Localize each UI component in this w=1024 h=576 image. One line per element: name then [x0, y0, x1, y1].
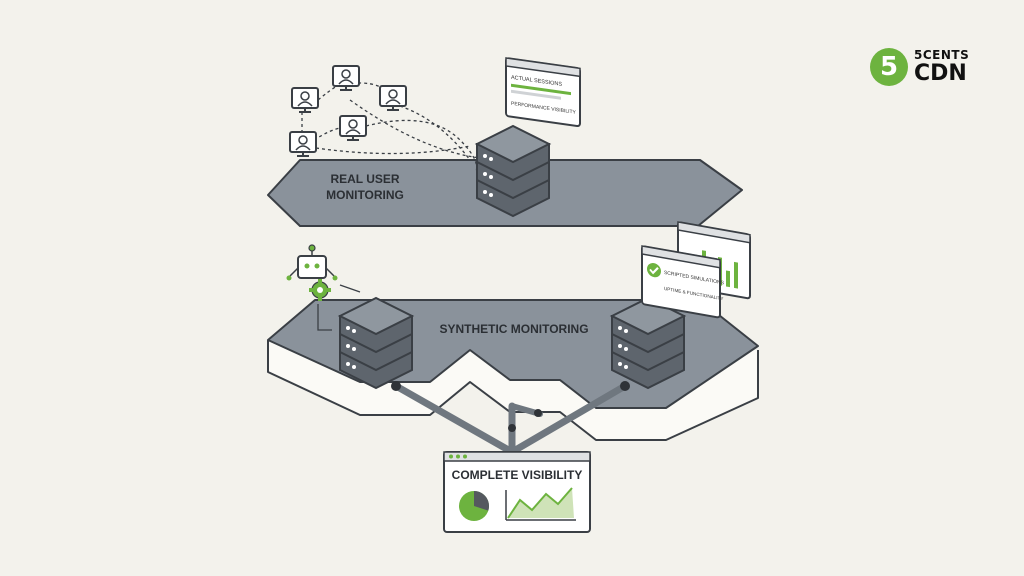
rum-label-line2: MONITORING: [326, 188, 404, 202]
server-stack-icon: [339, 297, 413, 389]
rum-label-line1: REAL USER: [330, 172, 399, 186]
brand-logo: 5 5CENTS CDN: [870, 46, 990, 90]
user-network: [289, 65, 481, 173]
synthetic-info-card: SCRIPTED SIMULATIONS UPTIME & FUNCTIONAL…: [641, 245, 725, 319]
synthetic-label: SYNTHETIC MONITORING: [439, 322, 588, 336]
visibility-card: COMPLETE VISIBILITY: [443, 451, 591, 533]
user-monitor-icon: [291, 87, 319, 113]
logo-name-bottom: CDN: [914, 61, 967, 86]
pie-chart-icon: [459, 491, 490, 521]
user-monitor-icon: [339, 115, 367, 141]
logo-digit: 5: [879, 52, 899, 82]
logo-mark: [870, 48, 908, 86]
user-monitor-icon: [332, 65, 360, 91]
server-stack-icon: [611, 297, 685, 389]
gear-icon: [309, 279, 331, 301]
robot-icon: [286, 244, 338, 281]
logo-name-top: 5CENTS: [914, 48, 970, 62]
user-monitor-icon: [289, 131, 317, 157]
data-pipes: [391, 381, 630, 456]
rum-info-card: ACTUAL SESSIONS PERFORMANCE VISIBILITY: [505, 57, 581, 128]
line-chart-icon: [505, 487, 576, 521]
checkmark-icon: [647, 263, 661, 278]
user-monitor-icon: [379, 85, 407, 111]
server-stack-icon: [476, 125, 550, 217]
visibility-title: COMPLETE VISIBILITY: [452, 468, 583, 482]
